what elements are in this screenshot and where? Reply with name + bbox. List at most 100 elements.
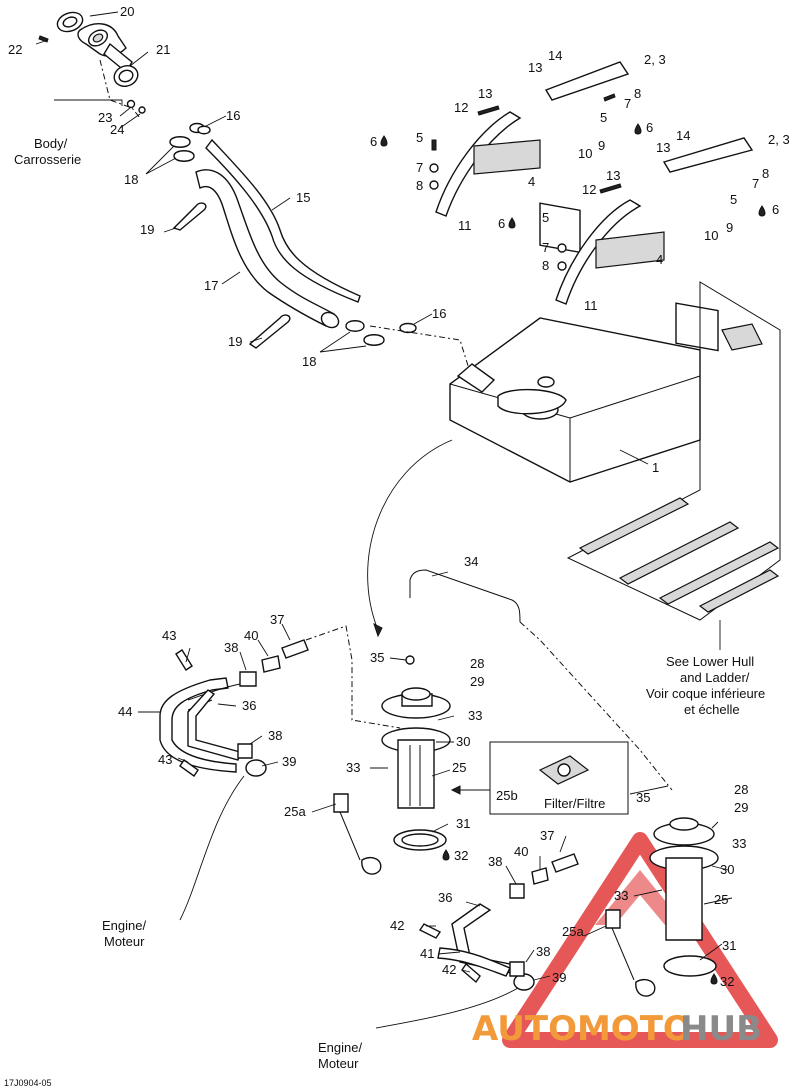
callout: 12 — [454, 100, 468, 115]
callout: 39 — [282, 754, 296, 769]
fuel-pump-assembly-upper — [333, 569, 521, 875]
callout: 25a — [284, 804, 306, 819]
callout: 38 — [536, 944, 550, 959]
callout: 36 — [438, 890, 452, 905]
callout: 13 — [606, 168, 620, 183]
callout: 38 — [488, 854, 502, 869]
callout: 8 — [762, 166, 769, 181]
reference-labels: Body/ Carrosserie See Lower Hull and Lad… — [4, 136, 765, 1088]
callout: 25 — [452, 760, 466, 775]
callout: 19 — [140, 222, 154, 237]
callout: 37 — [540, 828, 554, 843]
callout: 33 — [732, 836, 746, 851]
engine-label-a-line1: Engine/ — [102, 918, 146, 933]
watermark-part1: AUTOMOTO — [472, 1009, 692, 1049]
callout: 2, 3 — [644, 52, 666, 67]
tank-to-pump-arrow — [367, 439, 453, 631]
callout: 16 — [432, 306, 446, 321]
leader-lines — [35, 11, 733, 981]
callout: 32 — [720, 974, 734, 989]
callout: 5 — [730, 192, 737, 207]
body-label-line1: Body/ — [34, 136, 68, 151]
callout: 31 — [456, 816, 470, 831]
callout: 16 — [226, 108, 240, 123]
callout: 33 — [346, 760, 360, 775]
callout: 7 — [542, 240, 549, 255]
callout: 22 — [8, 42, 22, 57]
callout: 33 — [614, 888, 628, 903]
callout: 7 — [416, 160, 423, 175]
callout: 31 — [722, 938, 736, 953]
callout: 38 — [224, 640, 238, 655]
engine-label-b-line1: Engine/ — [318, 1040, 362, 1055]
engine-label-b-line2: Moteur — [318, 1056, 359, 1071]
callout: 25 — [714, 892, 728, 907]
callout: 1 — [652, 460, 659, 475]
watermark-text: AUTOMOTO HUB — [472, 1009, 762, 1049]
hose-clamps-upper — [169, 122, 211, 162]
lubricant-drop-icons — [380, 123, 766, 985]
callout: 6 — [370, 134, 377, 149]
callout: 37 — [270, 612, 284, 627]
figure-id: 17J0904-05 — [4, 1078, 52, 1088]
lower-hull-label-line1: See Lower Hull — [666, 654, 754, 669]
fuel-filler-neck — [38, 11, 146, 119]
callout: 30 — [720, 862, 734, 877]
callout: 21 — [156, 42, 170, 57]
callout: 2, 3 — [768, 132, 790, 147]
callout: 12 — [582, 182, 596, 197]
vent-hose-and-fill-hose — [195, 138, 361, 329]
filter-inset-box — [450, 741, 629, 815]
fuel-pump-assembly-lower — [519, 621, 719, 997]
callout: 11 — [458, 218, 472, 233]
callout: 9 — [726, 220, 733, 235]
callout: 19 — [228, 334, 242, 349]
callout: 18 — [124, 172, 138, 187]
callout: 13 — [528, 60, 542, 75]
callout: 39 — [552, 970, 566, 985]
callout: 33 — [468, 708, 482, 723]
callout: 28 — [470, 656, 484, 671]
callout: 8 — [416, 178, 423, 193]
hose-clamps-lower — [345, 320, 471, 373]
callout: 7 — [624, 96, 631, 111]
callout: 5 — [600, 110, 607, 125]
callout: 5 — [542, 210, 549, 225]
callout: 35 — [636, 790, 650, 805]
callout: 42 — [390, 918, 404, 933]
callout: 8 — [634, 86, 641, 101]
callout: 29 — [734, 800, 748, 815]
callout: 6 — [646, 120, 653, 135]
fuel-lines-upper — [159, 625, 401, 921]
callout: 40 — [244, 628, 258, 643]
callout: 40 — [514, 844, 528, 859]
callout: 11 — [584, 298, 598, 313]
callout: 35 — [370, 650, 384, 665]
callout: 30 — [456, 734, 470, 749]
lower-hull-label-line3: Voir coque inférieure — [646, 686, 765, 701]
lower-hull-reference — [566, 281, 781, 650]
callout: 7 — [752, 176, 759, 191]
callout: 38 — [268, 728, 282, 743]
callout: 44 — [118, 704, 132, 719]
part-callouts: 20 22 21 23 24 16 18 15 19 17 19 18 16 1… — [8, 4, 790, 989]
callout: 24 — [110, 122, 124, 137]
callout: 32 — [454, 848, 468, 863]
engine-label-a-line2: Moteur — [104, 934, 145, 949]
callout: 10 — [578, 146, 592, 161]
callout: 25a — [562, 924, 584, 939]
callout: 43 — [162, 628, 176, 643]
callout: 6 — [498, 216, 505, 231]
callout: 8 — [542, 258, 549, 273]
watermark-part2: HUB — [680, 1009, 762, 1049]
lower-hull-label-line4: et échelle — [684, 702, 740, 717]
callout: 5 — [416, 130, 423, 145]
cable-ties — [172, 202, 291, 349]
callout: 42 — [442, 962, 456, 977]
callout: 17 — [204, 278, 218, 293]
callout: 13 — [478, 86, 492, 101]
callout: 15 — [296, 190, 310, 205]
callout: 10 — [704, 228, 718, 243]
callout: 28 — [734, 782, 748, 797]
